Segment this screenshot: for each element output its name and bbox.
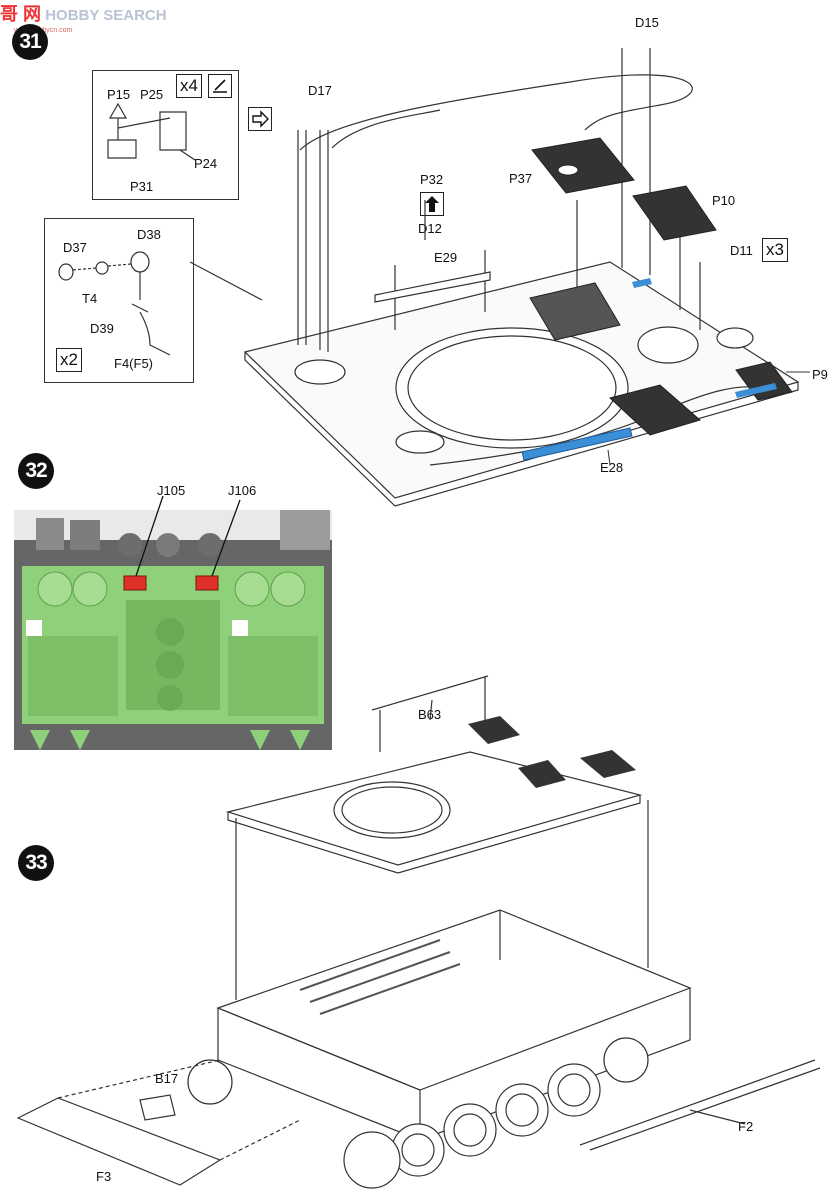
- label-p9: P9: [812, 367, 828, 382]
- glue-icon: [208, 74, 232, 98]
- step-badge-33: 33: [18, 845, 54, 881]
- label-p24: P24: [194, 156, 218, 171]
- watermark-cn-glyphs: 哥 网: [0, 4, 42, 24]
- label-d38: D38: [137, 227, 161, 242]
- inset-b-multiplier: x2: [56, 348, 82, 372]
- d11-multiplier: x3: [762, 238, 788, 262]
- label-b63: B63: [418, 707, 442, 722]
- label-e28: E28: [600, 460, 624, 475]
- label-b17: B17: [155, 1071, 179, 1086]
- label-p31: P31: [130, 179, 154, 194]
- label-j106: J106: [228, 483, 257, 498]
- label-p25: P25: [140, 87, 164, 102]
- step-badge-31: 31: [12, 24, 48, 60]
- rotate-view-icon: [248, 107, 272, 131]
- step-badge-32: 32: [18, 453, 54, 489]
- label-e29: E29: [434, 250, 458, 265]
- label-d39: D39: [90, 321, 114, 336]
- label-t4: T4: [82, 291, 98, 306]
- inset-a-multiplier: x4: [176, 74, 202, 98]
- label-p37: P37: [509, 171, 533, 186]
- label-d37: D37: [63, 240, 87, 255]
- flip-part-glyph: [425, 196, 439, 212]
- label-f4-f5: F4(F5): [114, 356, 153, 371]
- label-d15: D15: [635, 15, 659, 30]
- label-d17: D17: [308, 83, 332, 98]
- watermark-text: HOBBY SEARCH: [45, 7, 167, 24]
- label-p10: P10: [712, 193, 736, 208]
- label-p32: P32: [420, 172, 444, 187]
- label-f3: F3: [96, 1169, 112, 1184]
- label-j105: J105: [157, 483, 186, 498]
- rotate-view-glyph: [252, 110, 269, 128]
- glue-icon-glyph: [213, 79, 227, 93]
- label-d12: D12: [418, 221, 442, 236]
- label-d11: D11: [730, 243, 753, 258]
- label-p15: P15: [107, 87, 131, 102]
- flip-part-icon: [420, 192, 444, 216]
